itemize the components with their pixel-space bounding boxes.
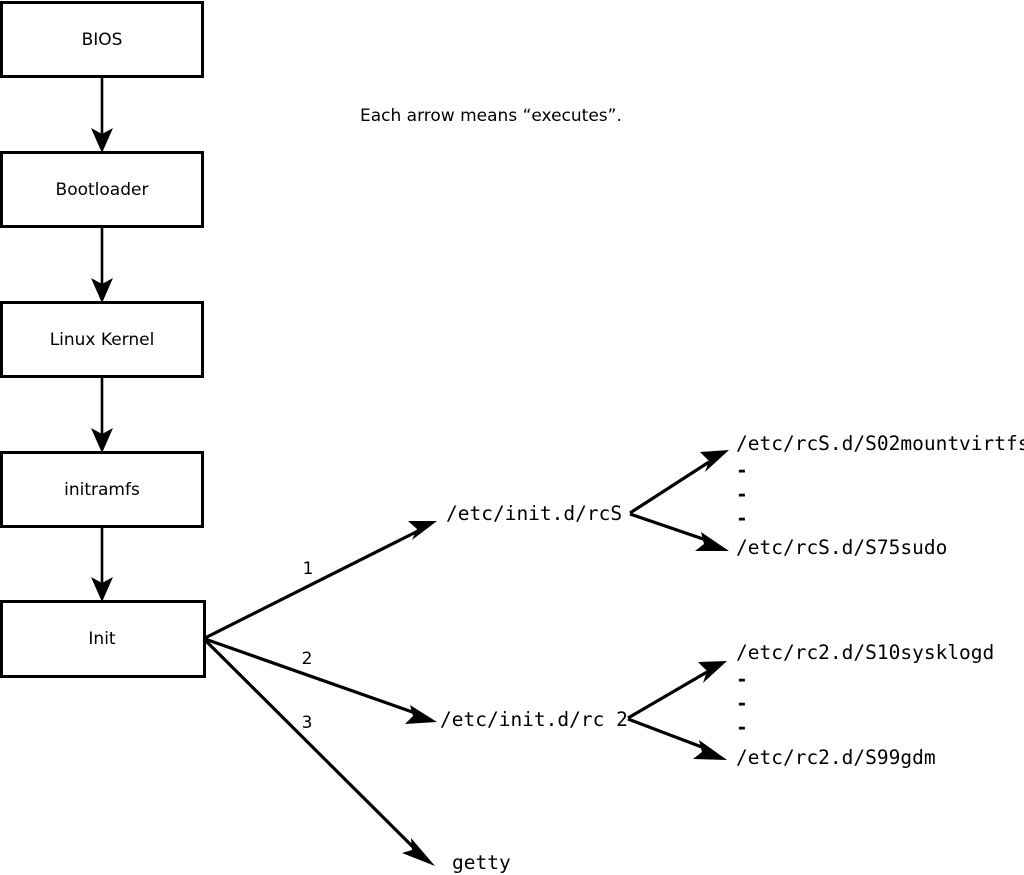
rcs-first-script-label: /etc/rcS.d/S02mountvirtfs (736, 432, 1024, 455)
rc2-ellipsis-dash-1: - (736, 668, 748, 691)
arrowhead-icon (408, 521, 437, 540)
arrowhead-icon (91, 428, 113, 453)
rcs-ellipsis-dash-2: - (736, 483, 748, 506)
node-init[interactable]: Init (0, 600, 206, 678)
arrow-bios-to-bootloader (91, 77, 113, 153)
bios-box[interactable] (0, 1, 204, 78)
diagram-caption: Each arrow means “executes”. (360, 106, 622, 126)
arrowhead-icon (700, 450, 729, 472)
rcs-script-label: /etc/init.d/rcS (446, 502, 622, 525)
arrowhead-icon (698, 661, 727, 683)
rcs-last-script-label: /etc/rcS.d/S75sudo (736, 536, 947, 559)
edge-number-2: 2 (302, 649, 313, 669)
bios-label: BIOS (82, 30, 123, 50)
node-linux-kernel[interactable]: Linux Kernel (0, 301, 204, 378)
bootloader-label: Bootloader (56, 180, 149, 200)
arrow-init-to-getty (203, 638, 435, 866)
rcs-ellipsis-dash-3: - (736, 507, 748, 530)
arrow-rc2-to-last-script (627, 717, 727, 760)
rc2-ellipsis-dash-2: - (736, 692, 748, 715)
arrowhead-icon (693, 740, 727, 760)
arrow-rcs-to-first-script (629, 450, 729, 515)
arrow-rcs-to-last-script (629, 512, 729, 551)
bootloader-box[interactable] (0, 151, 204, 228)
arrowhead-icon (695, 532, 729, 551)
arrowhead-icon (91, 128, 113, 153)
edge-number-1: 1 (303, 559, 314, 579)
rc2-first-script-label: /etc/rc2.d/S10sysklogd (736, 641, 994, 664)
edge-number-3: 3 (302, 713, 313, 733)
rcs-ellipsis-dash-1: - (736, 459, 748, 482)
arrowhead-icon (91, 278, 113, 303)
init-label: Init (88, 629, 116, 649)
arrow-bootloader-to-kernel (91, 227, 113, 303)
node-initramfs[interactable]: initramfs (0, 451, 204, 528)
arrow-init-to-rc2 (204, 637, 437, 724)
initramfs-label: initramfs (64, 480, 140, 500)
linux-kernel-label: Linux Kernel (50, 330, 155, 350)
arrowhead-icon (405, 705, 437, 724)
init-box[interactable] (0, 600, 206, 678)
getty-label: getty (452, 851, 511, 874)
rc2-last-script-label: /etc/rc2.d/S99gdm (736, 746, 936, 769)
arrow-rc2-to-first-script (627, 661, 727, 720)
initramfs-box[interactable] (0, 451, 204, 528)
arrow-initramfs-to-init (91, 527, 113, 602)
arrowhead-icon (402, 838, 435, 866)
arrowhead-icon (91, 577, 113, 602)
node-bios[interactable]: BIOS (0, 1, 204, 78)
arrow-init-to-rcs (204, 521, 437, 640)
rc2-script-label: /etc/init.d/rc 2 (440, 708, 628, 731)
rc2-ellipsis-dash-3: - (736, 716, 748, 739)
node-bootloader[interactable]: Bootloader (0, 151, 204, 228)
arrow-kernel-to-initramfs (91, 377, 113, 453)
